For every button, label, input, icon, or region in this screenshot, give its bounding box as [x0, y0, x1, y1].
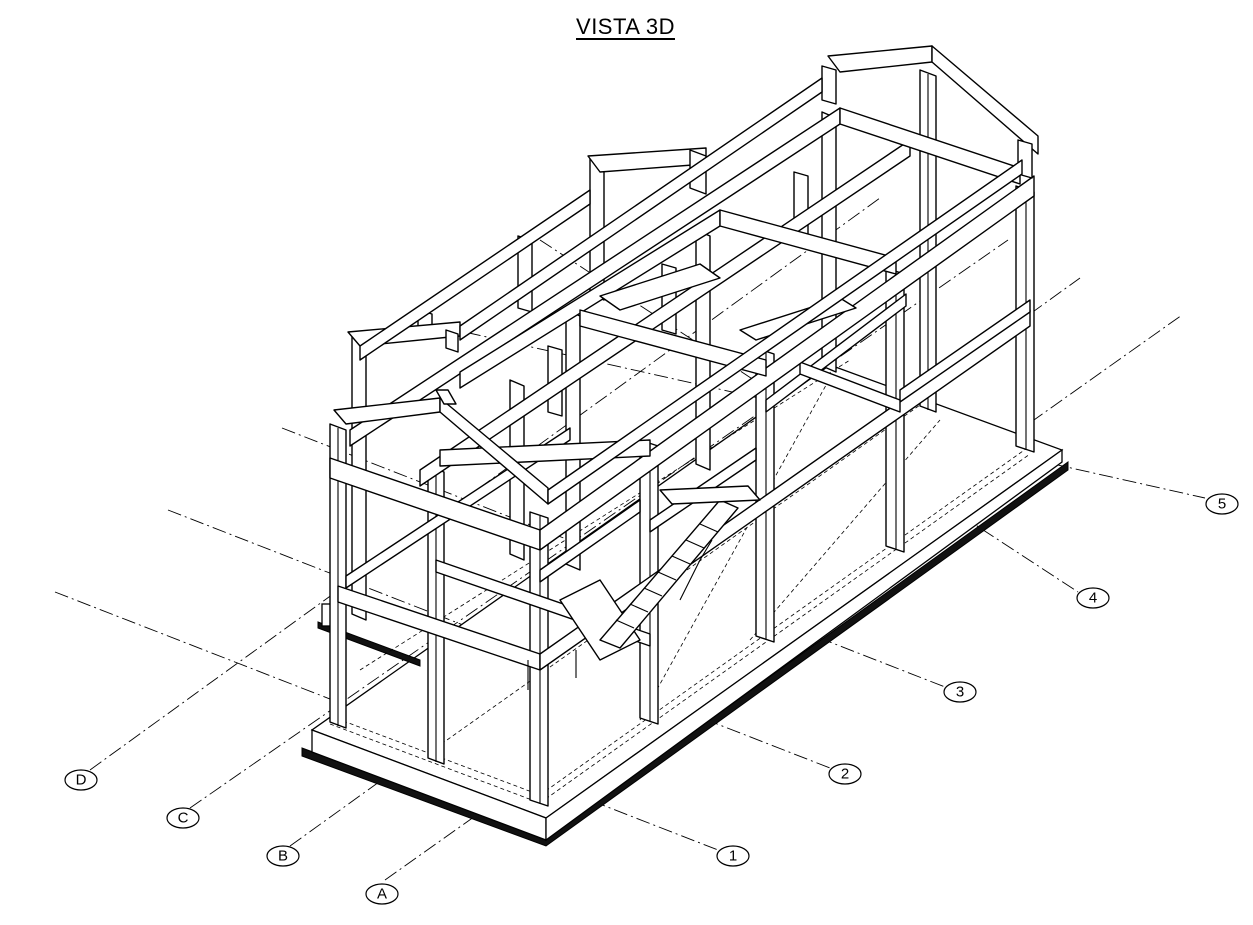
- ridge-beam-D: [359, 189, 591, 361]
- grid-label-C: C: [178, 810, 189, 827]
- gable-front-top: [435, 389, 457, 405]
- gable-back-stub: [821, 65, 837, 105]
- beam-floor2-cross-5: [839, 107, 1021, 185]
- beam-floor1-cross-C: [899, 299, 1031, 403]
- ridge-beam-A: [459, 77, 823, 341]
- grid-bubble-2: 2: [828, 763, 862, 785]
- gable-back-top-right: [931, 45, 1039, 155]
- grid-bubble-B: B: [266, 845, 300, 867]
- grid-label-1: 1: [729, 848, 737, 865]
- beam-floor2-cross-2: [439, 439, 651, 467]
- grid-label-4: 4: [1089, 590, 1097, 607]
- grid-label-D: D: [76, 772, 87, 789]
- grid-bubble-4: 4: [1076, 587, 1110, 609]
- second-floor-beams: [329, 107, 1035, 551]
- grid-bubble-D: D: [64, 769, 98, 791]
- beam-floor2-row-B: [419, 139, 911, 487]
- gable-back-post: [445, 329, 459, 353]
- axis-line-C: [189, 239, 1009, 809]
- slab-side-face: [545, 448, 1063, 842]
- beam-floor2-cross-3: [579, 309, 767, 377]
- grid-bubble-C: C: [166, 807, 200, 829]
- beam-floor1-row3: [765, 293, 907, 413]
- grid-bubble-A: A: [365, 883, 399, 905]
- grid-label-3: 3: [956, 684, 964, 701]
- grid-label-2: 2: [841, 766, 849, 783]
- roof-frames: [333, 45, 1039, 505]
- gable-back-top-left: [827, 45, 933, 73]
- beam-floor1-c4: [799, 361, 901, 413]
- beam-floor2-opening: [599, 263, 721, 311]
- grid-label-5: 5: [1218, 496, 1226, 513]
- grid-bubble-5: 5: [1205, 493, 1239, 515]
- stair-landing: [659, 485, 761, 505]
- ridge-beam-B: [547, 159, 1023, 505]
- drawing-title-text: VISTA 3D: [576, 14, 675, 39]
- grid-label-A: A: [377, 886, 387, 903]
- beam-floor1-cross-2: [539, 499, 641, 583]
- column-A3: [755, 347, 775, 643]
- stair-flight: [599, 499, 739, 649]
- gable-mid: [587, 147, 707, 173]
- staircase: [527, 485, 761, 690]
- grid-bubble-3: 3: [943, 681, 977, 703]
- beam-floor2-cross-4: [719, 209, 897, 275]
- grid-label-B: B: [278, 848, 288, 865]
- grid-bubbles: 1 2 3 4 5 A B C: [64, 493, 1239, 905]
- drawing-title: VISTA 3D: [0, 14, 1253, 40]
- grid-bubble-1: 1: [716, 845, 750, 867]
- beam-floor2-side-A: [539, 175, 1035, 551]
- foundation-slab: [301, 364, 1069, 847]
